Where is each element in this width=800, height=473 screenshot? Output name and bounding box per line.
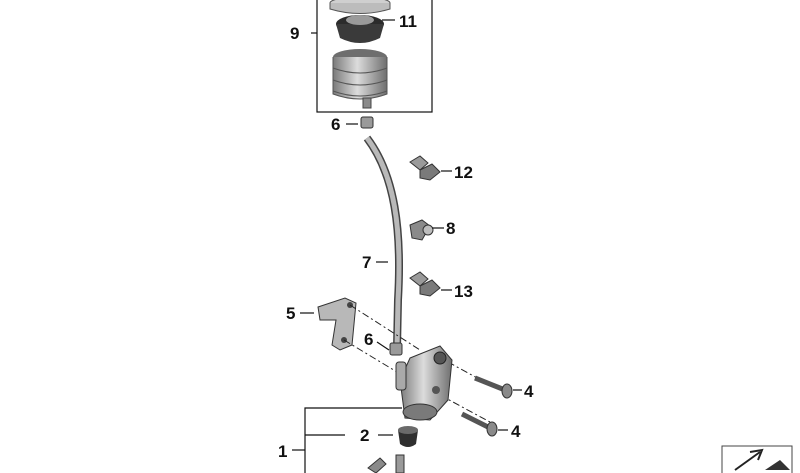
callout-9: 9 [290,24,299,43]
callout-4-lower: 4 [511,422,521,441]
callout-6-bottom: 6 [364,330,373,349]
callout-13: 13 [454,282,473,301]
hose-clip-top [360,116,374,129]
callout-7: 7 [362,253,371,272]
hose-clip-bottom [389,342,403,356]
reservoir-body [332,49,388,109]
clip-12 [409,155,441,181]
callout-1: 1 [278,442,287,461]
bolt-lower [460,411,498,437]
reservoir-group-box [311,0,433,113]
master-cylinder [395,345,453,421]
clip-13 [409,271,441,297]
alignment-lines [343,304,491,423]
hose [363,135,404,349]
cap-2 [398,426,418,447]
diagonal-arrow-icon [721,445,793,473]
reservoir-cap [329,0,391,14]
callout-2: 2 [360,426,369,445]
callout-5: 5 [286,304,295,323]
callout-12: 12 [454,163,473,182]
diaphragm-seal [336,15,384,43]
bracket-5 [317,297,357,351]
callout-11: 11 [399,12,417,31]
pushrod-parts [367,454,405,473]
bolt-upper [474,375,513,399]
callout-6-top: 6 [331,115,340,134]
clamp-8 [409,219,434,241]
callout-4-upper: 4 [524,382,534,401]
group-bracket-1 [292,407,402,473]
callout-8: 8 [446,219,455,238]
